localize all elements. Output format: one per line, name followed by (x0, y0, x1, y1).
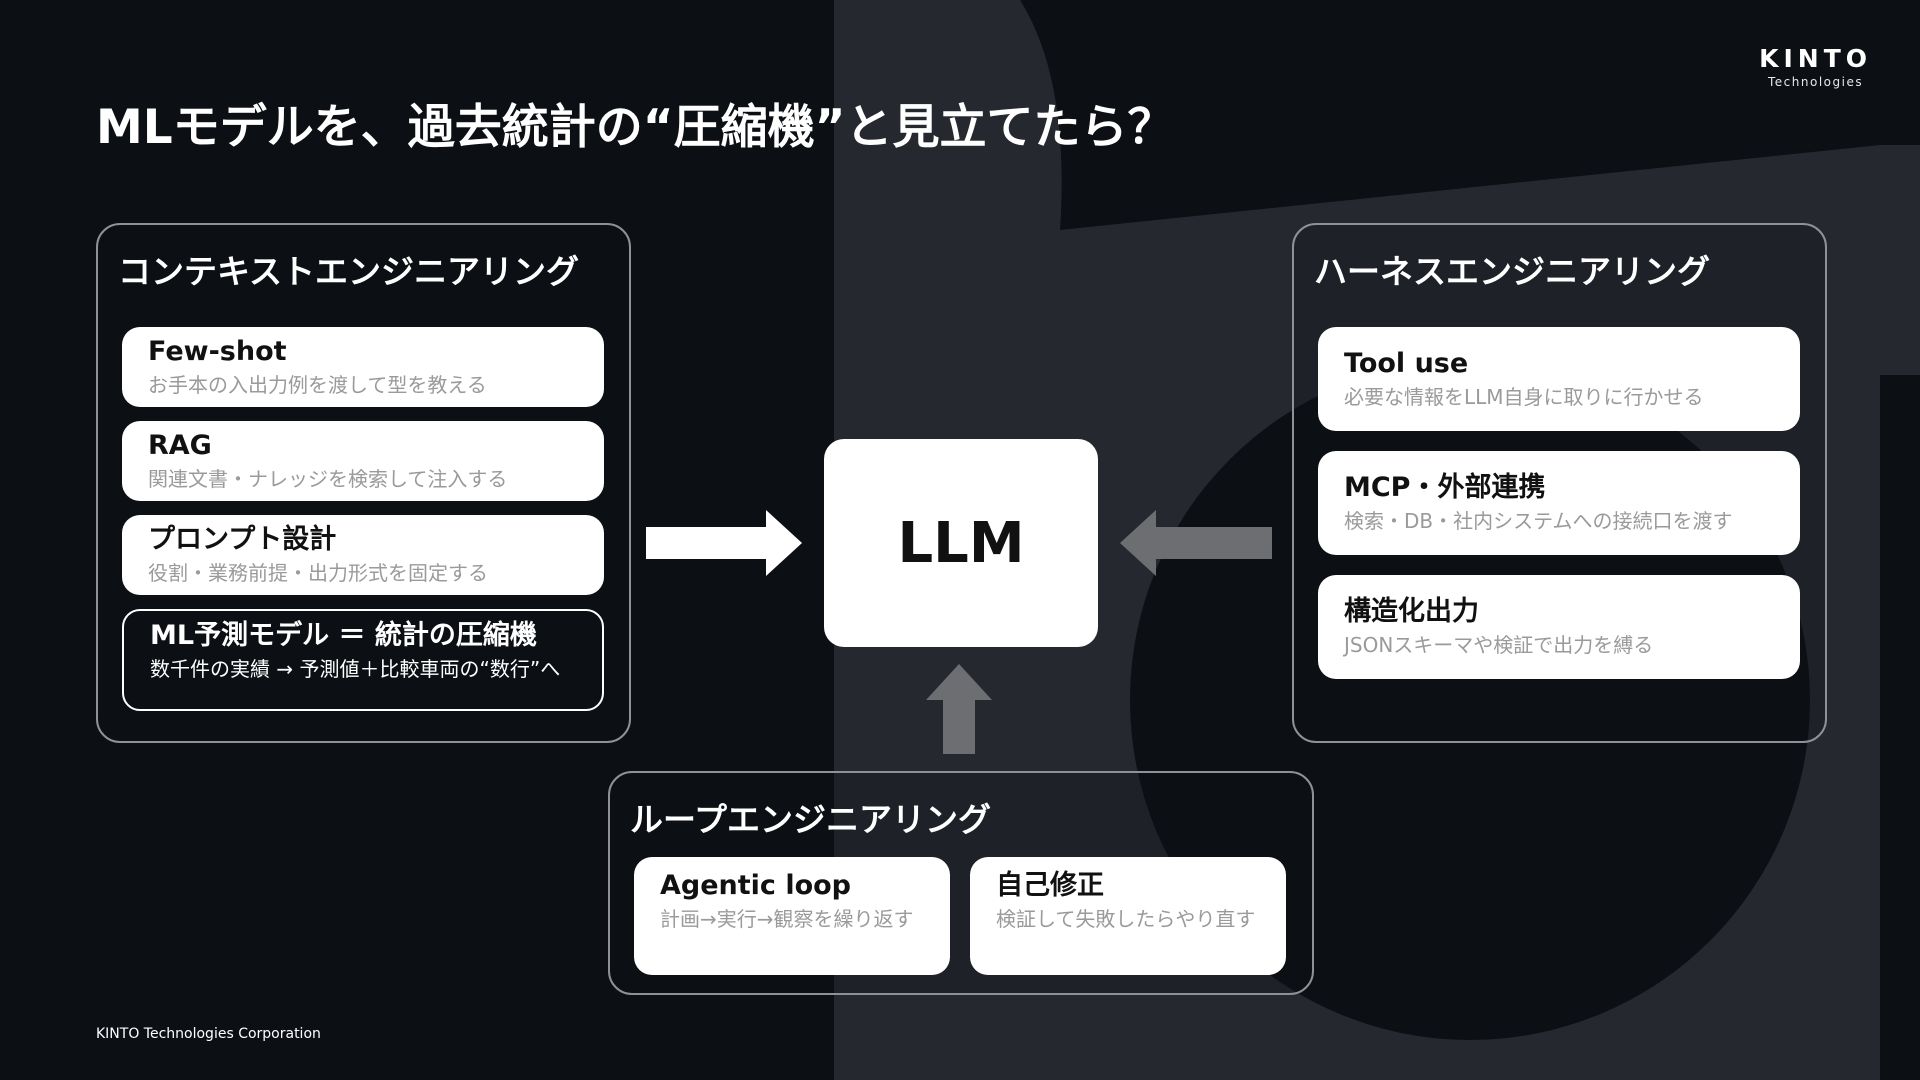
mcp-card: MCP・外部連携 検索・DB・社内システムへの接続口を渡す (1318, 451, 1800, 555)
slide-title: MLモデルを、過去統計の“圧縮機”と見立てたら？ (96, 100, 1175, 155)
card-desc: 検索・DB・社内システムへの接続口を渡す (1344, 509, 1733, 533)
loop-engineering-section: ループエンジニアリング Agentic loop 計画→実行→観察を繰り返す 自… (608, 771, 1314, 995)
card-title: RAG (148, 430, 212, 461)
structured-output-card: 構造化出力 JSONスキーマや検証で出力を縛る (1318, 575, 1800, 679)
ml-model-card: ML予測モデル ＝ 統計の圧縮機 数千件の実績 → 予測値＋比較車両の“数行”へ (122, 609, 604, 711)
agentic-loop-card: Agentic loop 計画→実行→観察を繰り返す (634, 857, 950, 975)
arrow-right-icon (646, 510, 802, 576)
card-desc: JSONスキーマや検証で出力を縛る (1344, 633, 1654, 657)
card-desc: 計画→実行→観察を繰り返す (660, 907, 914, 931)
card-title: プロンプト設計 (148, 524, 337, 555)
context-engineering-section: コンテキストエンジニアリング Few-shot お手本の入出力例を渡して型を教え… (96, 223, 631, 743)
card-title: ML予測モデル ＝ 統計の圧縮機 (150, 620, 537, 651)
llm-node: LLM (824, 439, 1098, 647)
card-desc: 必要な情報をLLM自身に取りに行かせる (1344, 385, 1704, 409)
harness-engineering-section: ハーネスエンジニアリング Tool use 必要な情報をLLM自身に取りに行かせ… (1292, 223, 1827, 743)
card-desc: お手本の入出力例を渡して型を教える (148, 373, 487, 397)
tool-use-card: Tool use 必要な情報をLLM自身に取りに行かせる (1318, 327, 1800, 431)
card-title: Tool use (1344, 348, 1469, 379)
card-title: 自己修正 (996, 870, 1104, 901)
card-title: Few-shot (148, 336, 287, 367)
logo-subtitle: Technologies (1768, 75, 1864, 89)
card-desc: 検証して失敗したらやり直す (996, 907, 1256, 931)
section-title: ハーネスエンジニアリング (1314, 252, 1710, 291)
card-desc: 数千件の実績 → 予測値＋比較車両の“数行”へ (150, 657, 561, 681)
card-title: MCP・外部連携 (1344, 472, 1546, 503)
few-shot-card: Few-shot お手本の入出力例を渡して型を教える (122, 327, 604, 407)
section-title: ループエンジニアリング (630, 800, 992, 839)
card-title: 構造化出力 (1344, 596, 1479, 627)
footer-copyright: KINTO Technologies Corporation (96, 1026, 321, 1042)
card-title: Agentic loop (660, 870, 852, 901)
logo-wordmark: KINTO (1759, 44, 1872, 73)
arrow-left-icon (1120, 510, 1272, 576)
kinto-logo: KINTO Technologies (1759, 44, 1872, 89)
section-title: コンテキストエンジニアリング (118, 252, 580, 291)
rag-card: RAG 関連文書・ナレッジを検索して注入する (122, 421, 604, 501)
arrow-up-icon (926, 664, 992, 754)
prompt-design-card: プロンプト設計 役割・業務前提・出力形式を固定する (122, 515, 604, 595)
self-correction-card: 自己修正 検証して失敗したらやり直す (970, 857, 1286, 975)
card-desc: 関連文書・ナレッジを検索して注入する (148, 467, 508, 491)
card-desc: 役割・業務前提・出力形式を固定する (148, 561, 488, 585)
